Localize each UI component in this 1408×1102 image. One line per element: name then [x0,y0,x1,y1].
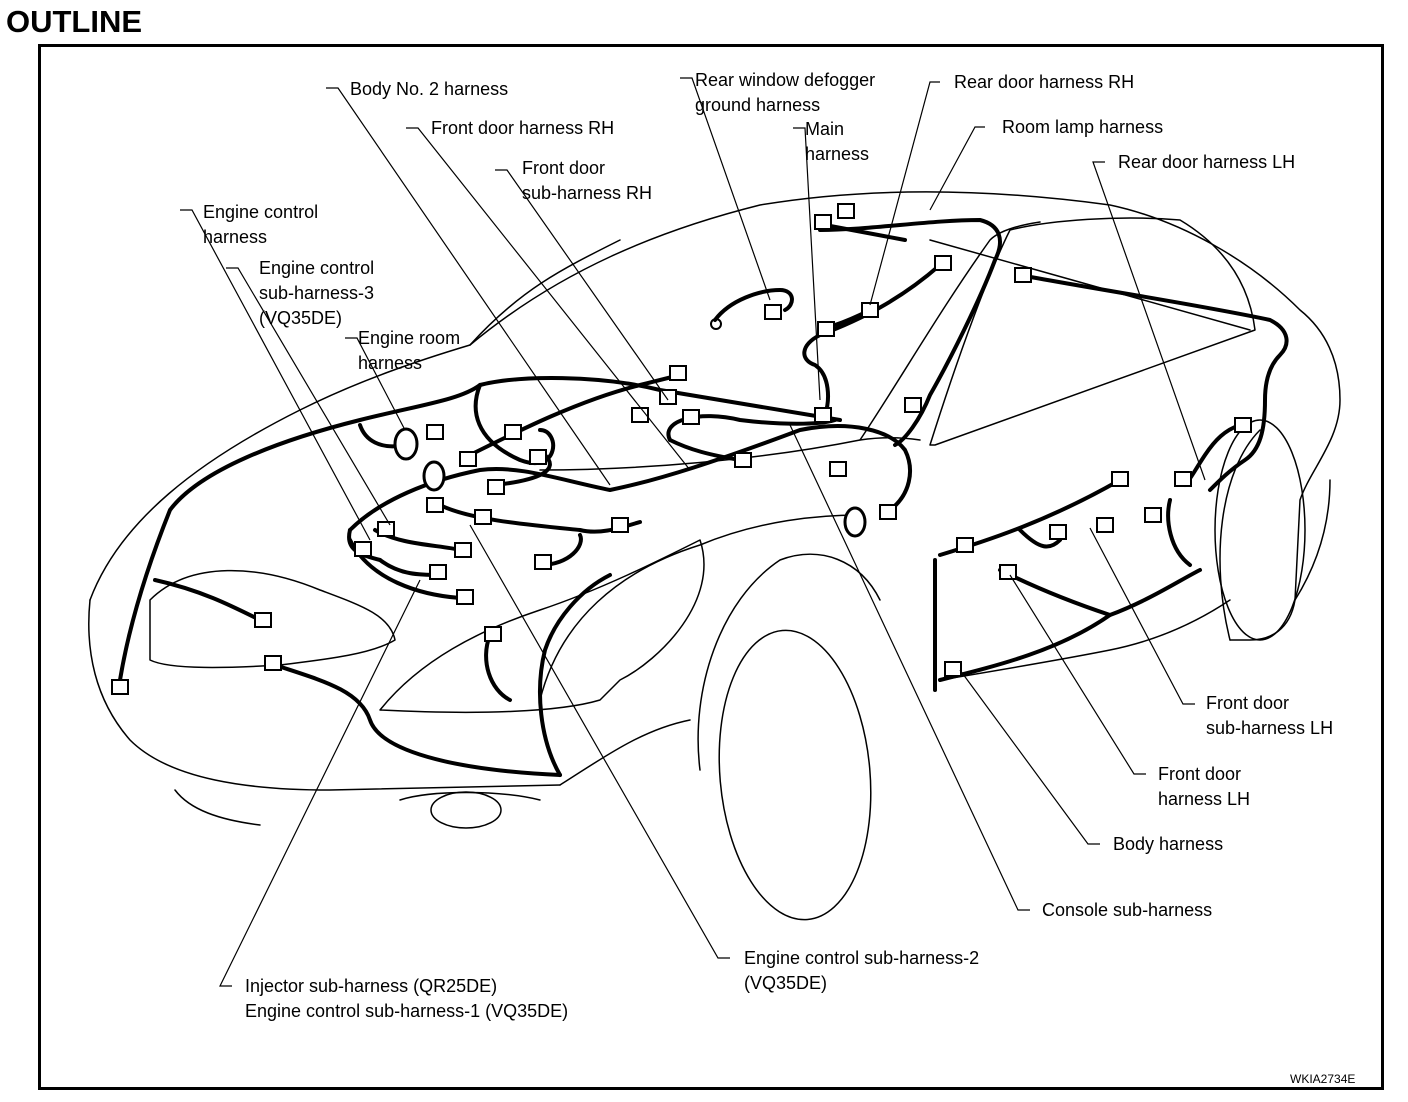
label-line: sub-harness RH [522,183,653,203]
label-line: Engine control [203,202,319,222]
label-line: Injector sub-harness (QR25DE) [245,976,498,996]
label-line: ground harness [695,95,821,115]
label-main-harness: Main harness [805,117,869,167]
diagram-frame [38,44,1384,1090]
leader-lines [180,77,1206,987]
label-line: Engine control sub-harness-2 [744,948,980,968]
label-line: harness [203,227,268,247]
figure-code: WKIA2734E [1290,1072,1356,1086]
label-engine-control-sub-harness-2: Engine control sub-harness-2 (VQ35DE) [744,946,979,996]
label-line: harness [805,144,870,164]
label-line: (VQ35DE) [744,973,828,993]
label-console-sub-harness: Console sub-harness [1042,900,1213,920]
label-front-door-harness-rh: Front door harness RH [431,118,615,138]
page-title: OUTLINE [6,4,143,39]
label-line: Front door [522,158,606,178]
label-engine-room-harness: Engine room harness [358,326,460,376]
label-room-lamp-harness: Room lamp harness [1002,117,1164,137]
label-body-harness: Body harness [1113,834,1224,854]
label-front-door-harness-lh: Front door harness LH [1158,762,1250,812]
label-line: harness LH [1158,789,1251,809]
label-front-door-sub-harness-lh: Front door sub-harness LH [1206,691,1333,741]
label-body-no2-harness: Body No. 2 harness [350,79,509,99]
label-line: Engine control [259,258,375,278]
label-rear-door-harness-lh: Rear door harness LH [1118,152,1296,172]
label-line: sub-harness-3 [259,283,375,303]
label-front-door-sub-harness-rh: Front door sub-harness RH [522,156,652,206]
label-line: Rear window defogger [695,70,876,90]
label-engine-control-harness: Engine control harness [203,200,318,250]
label-rear-window-defogger-ground-harness: Rear window defogger ground harness [695,68,875,118]
label-line: harness [358,353,423,373]
label-line: sub-harness LH [1206,718,1334,738]
label-injector-sub-harness: Injector sub-harness (QR25DE) Engine con… [245,974,568,1024]
grommets [393,427,867,538]
label-line: Front door [1206,693,1290,713]
label-line: Main [805,119,845,139]
label-rear-door-harness-rh: Rear door harness RH [954,72,1135,92]
label-line: Front door [1158,764,1242,784]
label-line: Engine room [358,328,461,348]
label-line: Engine control sub-harness-1 (VQ35DE) [245,1001,569,1021]
label-engine-control-sub-harness-3: Engine control sub-harness-3 (VQ35DE) [259,256,374,331]
label-line: (VQ35DE) [259,308,343,328]
